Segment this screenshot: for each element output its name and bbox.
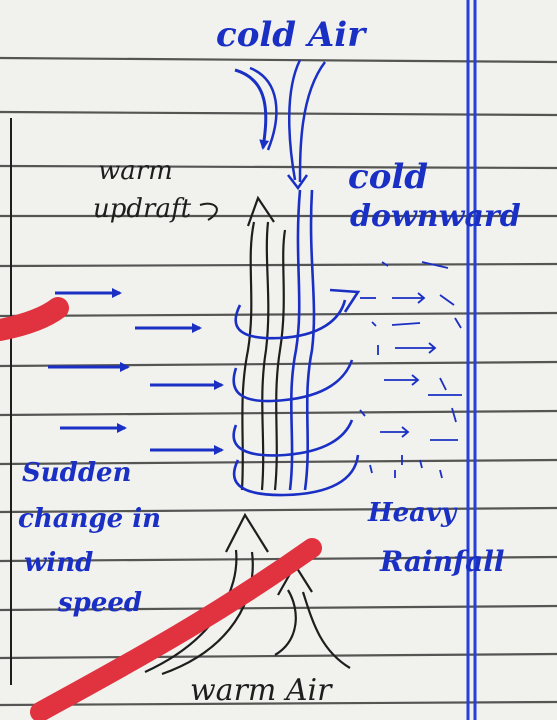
- label-sudden-change-line4: speed: [58, 590, 142, 616]
- label-warm-updraft-line1: warm: [98, 158, 173, 184]
- label-warm-updraft-line2: updraft: [93, 196, 191, 222]
- label-cold-downward-line1: cold: [348, 160, 428, 194]
- label-heavy-rainfall-line1: Heavy: [368, 500, 456, 526]
- label-sudden-change-line3: wind: [24, 550, 93, 576]
- rain-marks: [360, 262, 462, 478]
- label-sudden-change-line2: change in: [18, 506, 161, 532]
- downdraft-column-blue: [290, 190, 314, 490]
- margin-line: [468, 0, 475, 720]
- label-sudden-change-line1: Sudden: [22, 460, 131, 486]
- circulation-loops: [234, 290, 358, 495]
- label-cold-downward-line2: downward: [350, 202, 521, 232]
- updraft-column-black: [242, 198, 285, 490]
- warm-updraft-pointer: [200, 204, 217, 220]
- label-heavy-rainfall-line2: Rainfall: [380, 548, 505, 576]
- label-warm-air: warm Air: [190, 676, 332, 706]
- cold-air-arrows: [235, 60, 325, 188]
- label-cold-air: cold Air: [216, 18, 365, 52]
